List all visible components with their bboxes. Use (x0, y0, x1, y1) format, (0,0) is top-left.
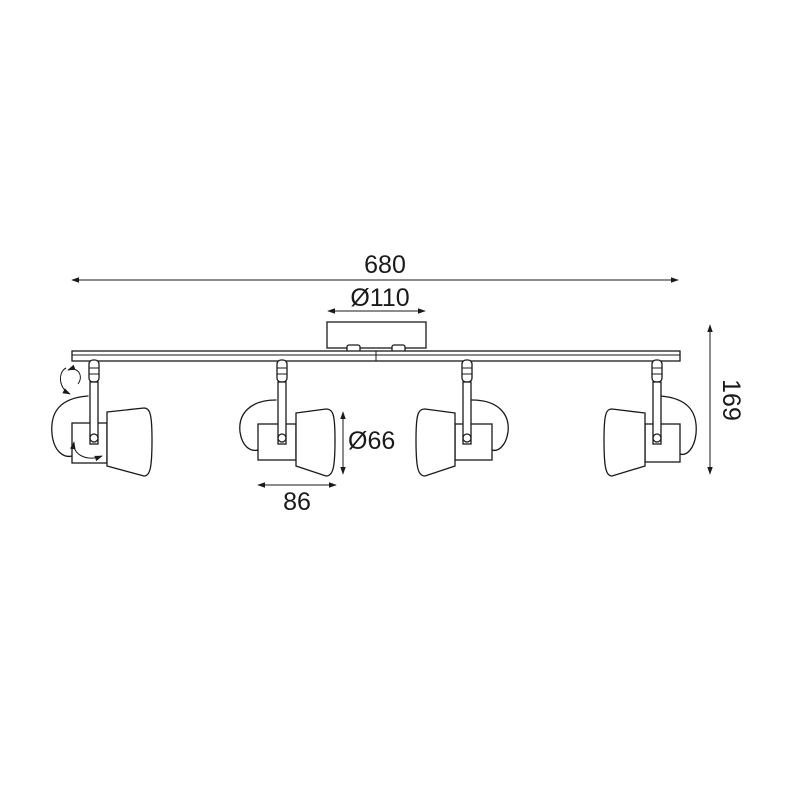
spot-3-stem (462, 381, 472, 445)
spot-1-lamp-shade (106, 407, 153, 477)
spot-2-pivot-screw (277, 433, 287, 443)
spot-head-3 (415, 359, 509, 477)
spot-head-2 (239, 359, 336, 477)
spot-4-pivot-screw (652, 433, 662, 443)
spot-4-lamp-shade (603, 408, 646, 477)
spot-4-wire (659, 395, 697, 456)
canopy-plate (326, 321, 427, 349)
canopy-dimension: Ø110 (327, 284, 426, 314)
length-dimension: 680 (71, 251, 679, 283)
spot-4-bracket (644, 423, 681, 463)
spot-3-bracket (454, 423, 493, 461)
spot-2-wire (239, 399, 277, 452)
spot-3-lamp-shade (415, 408, 456, 477)
rotate-arrow-icon (67, 364, 81, 385)
height-label: 169 (717, 379, 745, 421)
height-dimension: 169 (707, 324, 745, 475)
canopy-diameter-label: Ø110 (350, 284, 409, 312)
spot-4-swivel-joint (651, 359, 663, 383)
spot-head-4 (603, 359, 697, 477)
spot-1-swivel-joint (88, 359, 100, 383)
tilt-arrow-icon (70, 441, 103, 462)
spot-4-stem (652, 381, 662, 445)
spot-1-wire (51, 395, 89, 458)
spot-3-wire (471, 399, 509, 452)
spot-2-bracket (257, 423, 297, 461)
head-dimensions: Ø66 86 (257, 411, 395, 516)
spot-2-stem (277, 381, 287, 445)
spot-1-pivot-screw (89, 433, 99, 443)
head-length-label: 86 (283, 488, 311, 516)
spot-3-swivel-joint (461, 359, 473, 383)
mounting-bar (71, 350, 681, 362)
spot-3-pivot-screw (462, 433, 472, 443)
length-label: 680 (364, 251, 406, 279)
spot-2-lamp-shade (295, 408, 336, 477)
head-diameter-label: Ø66 (348, 427, 395, 455)
spot-head-1 (51, 359, 153, 477)
spot-2-swivel-joint (276, 359, 288, 383)
